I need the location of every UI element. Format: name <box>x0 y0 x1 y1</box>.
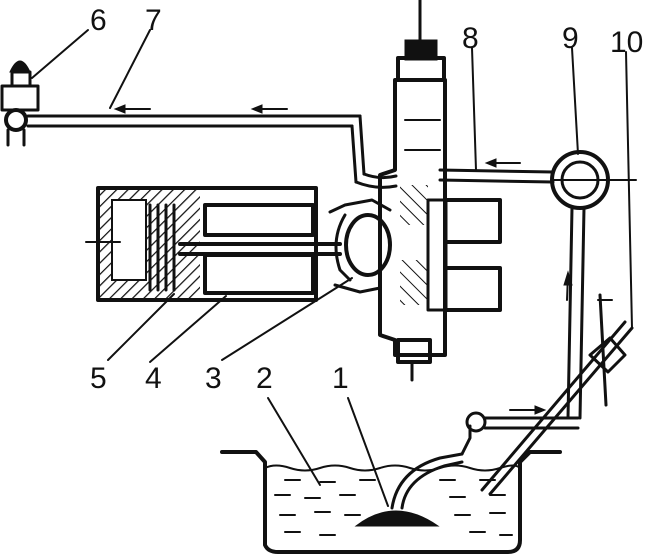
label-10: 10 <box>610 26 643 59</box>
pipe-7 <box>26 104 398 189</box>
suction-pipe <box>460 320 634 496</box>
label-1: 1 <box>332 362 349 395</box>
valve-10 <box>588 293 627 407</box>
label-6: 6 <box>90 4 107 37</box>
pump-cylinder <box>85 186 342 302</box>
part-labels: 6 7 8 9 10 5 4 3 2 1 <box>90 4 643 395</box>
label-8: 8 <box>462 22 479 55</box>
pipe-8 <box>438 158 555 184</box>
label-3: 3 <box>205 362 222 395</box>
tank-filter <box>354 452 464 527</box>
injection-pump <box>328 0 502 382</box>
label-9: 9 <box>562 22 579 55</box>
fuel-liquid <box>274 479 513 536</box>
fine-filter <box>550 150 637 210</box>
hand-primer-6 <box>0 60 40 147</box>
label-4: 4 <box>145 362 162 395</box>
leader-lines <box>31 29 633 507</box>
label-7: 7 <box>145 4 162 37</box>
fuel-tank <box>220 450 562 554</box>
label-5: 5 <box>90 362 107 395</box>
label-2: 2 <box>256 362 273 395</box>
vertical-supply-pipe <box>563 206 586 420</box>
